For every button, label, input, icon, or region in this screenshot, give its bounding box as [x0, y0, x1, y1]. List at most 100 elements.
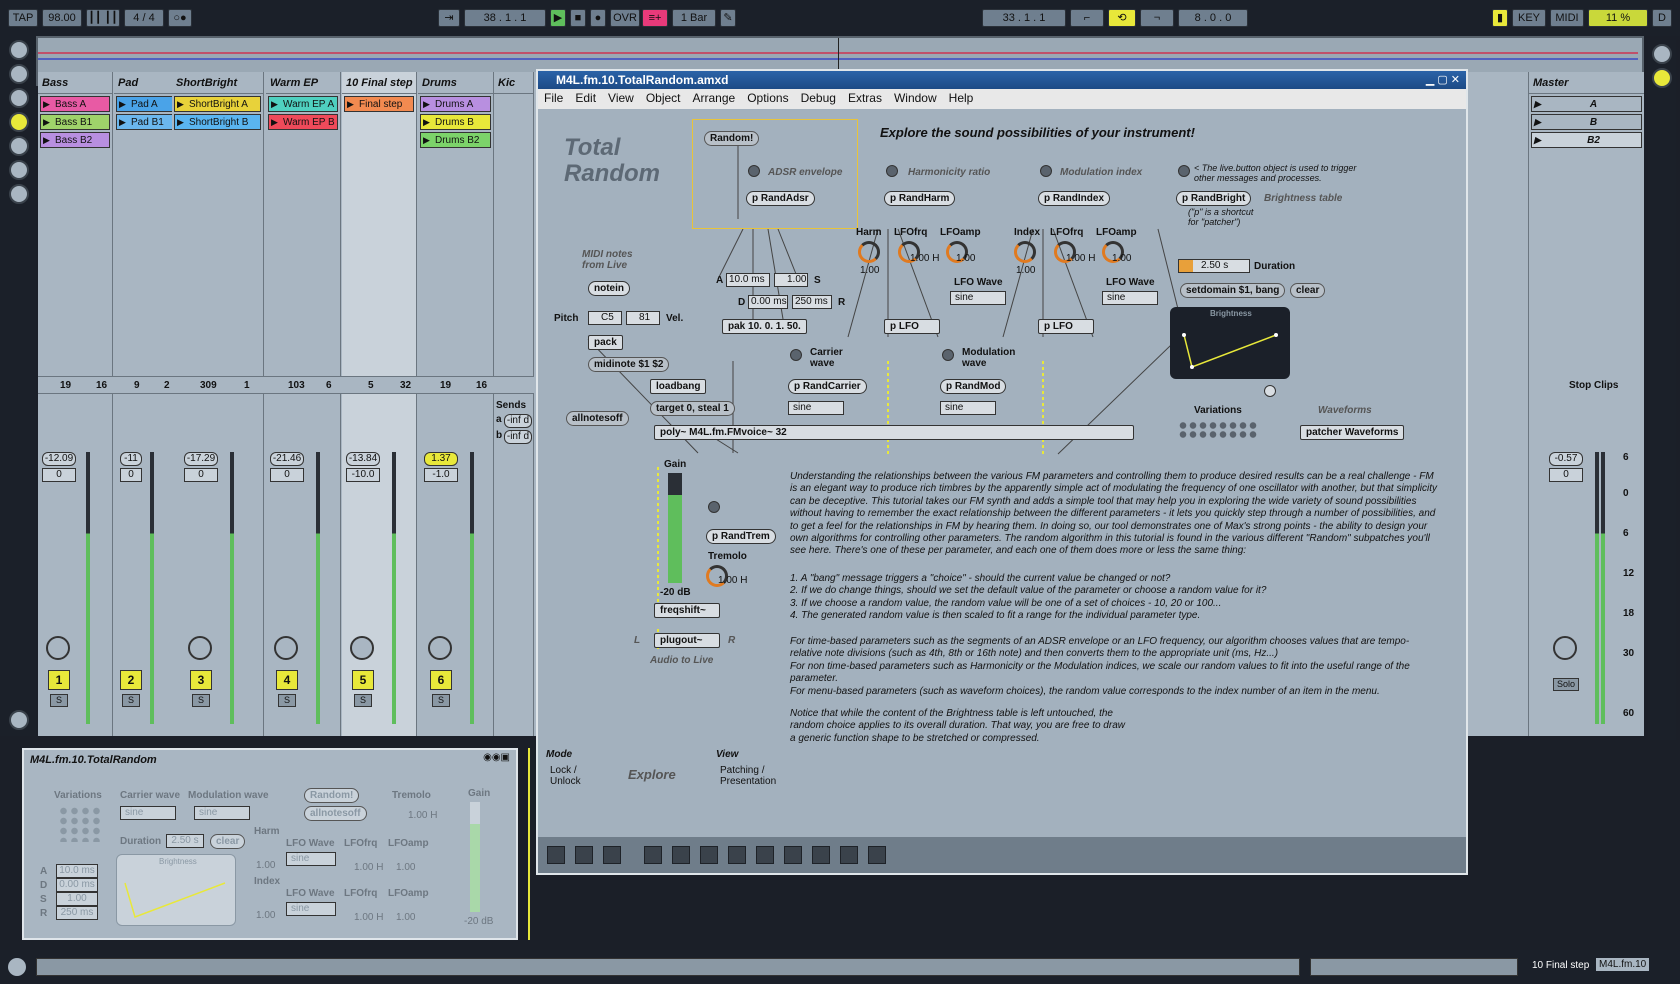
- solo-button[interactable]: S: [50, 694, 68, 707]
- track-activator[interactable]: 6: [430, 670, 452, 690]
- track-name[interactable]: ShortBright: [172, 72, 263, 94]
- pan-value[interactable]: -10.0: [346, 468, 380, 482]
- browser-toggle-icon[interactable]: [9, 40, 29, 60]
- scene-launch[interactable]: B: [1531, 114, 1642, 130]
- tremolo-dial[interactable]: [706, 565, 728, 587]
- solo-button[interactable]: S: [122, 694, 140, 707]
- session-view-icon[interactable]: [1652, 68, 1672, 88]
- lfoamp2-dial[interactable]: [1102, 241, 1124, 263]
- sync-browser-icon[interactable]: [9, 184, 29, 204]
- track-final-step[interactable]: 10 Final step Final step: [342, 72, 417, 736]
- add-object-icon[interactable]: [644, 846, 662, 864]
- master-pan-knob[interactable]: [1553, 636, 1577, 660]
- snap-icon[interactable]: [840, 846, 858, 864]
- presentation-icon[interactable]: [700, 846, 718, 864]
- track-name[interactable]: Pad: [114, 72, 188, 94]
- track-activator[interactable]: 3: [190, 670, 212, 690]
- window-controls-icon[interactable]: ▁ ▢ ✕: [1425, 74, 1460, 86]
- lfo-wave2-menu[interactable]: sine: [1102, 291, 1158, 305]
- clip-slot[interactable]: Bass A: [40, 96, 110, 112]
- send-a-value[interactable]: -inf d: [504, 414, 532, 428]
- volume-value[interactable]: -12.09: [42, 452, 76, 466]
- clear-message[interactable]: clear: [1290, 283, 1326, 298]
- plugin-browser-icon[interactable]: [9, 88, 29, 108]
- clip-slot[interactable]: Final step: [344, 96, 414, 112]
- clip-slot[interactable]: Drums A: [420, 96, 491, 112]
- track-activator[interactable]: 2: [120, 670, 142, 690]
- p-lfo-mod[interactable]: p LFO: [1038, 319, 1094, 334]
- arrangement-position[interactable]: 38 . 1 . 1: [464, 9, 546, 27]
- gear-icon[interactable]: [575, 846, 593, 864]
- menu-window[interactable]: Window: [893, 91, 937, 105]
- track-name[interactable]: 10 Final step: [342, 72, 416, 94]
- loop-start[interactable]: 33 . 1 . 1: [982, 9, 1066, 27]
- track-drums[interactable]: Drums Drums A Drums B Drums B2: [418, 72, 494, 736]
- track-kick[interactable]: Kic Sends a -inf d b -inf d: [494, 72, 534, 736]
- track-activator[interactable]: 4: [276, 670, 298, 690]
- pack-object[interactable]: pack: [588, 335, 623, 350]
- adsr-bang[interactable]: [748, 165, 760, 177]
- folder-browser-icon[interactable]: [9, 136, 29, 156]
- midi-map-button[interactable]: MIDI: [1550, 9, 1584, 27]
- draw-mode-icon[interactable]: ✎: [720, 9, 736, 27]
- pan-value[interactable]: 0: [184, 468, 218, 482]
- menu-file[interactable]: File: [544, 91, 564, 105]
- nudge-buttons[interactable]: ┃┃ ┃┃: [86, 9, 120, 27]
- pan-value[interactable]: 0: [120, 468, 142, 482]
- p-randcarrier[interactable]: p RandCarrier: [788, 379, 867, 394]
- solo-button[interactable]: S: [192, 694, 210, 707]
- pan-knob[interactable]: [428, 636, 452, 660]
- lfoamp-dial[interactable]: [946, 241, 968, 263]
- lfo-wave2-menu[interactable]: sine: [286, 902, 336, 916]
- play-button[interactable]: ▶: [550, 9, 566, 27]
- patcher-canvas[interactable]: Total Random Random! Explore the sound p…: [538, 109, 1466, 837]
- track-activator[interactable]: 5: [352, 670, 374, 690]
- p-randharm[interactable]: p RandHarm: [884, 191, 956, 206]
- scene-launch[interactable]: A: [1531, 96, 1642, 112]
- random-button[interactable]: Random!: [704, 131, 760, 146]
- lfo-wave-menu[interactable]: sine: [286, 852, 336, 866]
- master-pan[interactable]: 0: [1549, 468, 1583, 482]
- allnotesoff-button[interactable]: allnotesoff: [304, 806, 367, 821]
- decay-number[interactable]: 0.00 ms: [748, 295, 788, 309]
- duration-value[interactable]: 2.50 s: [166, 834, 204, 848]
- pan-value[interactable]: 0: [270, 468, 304, 482]
- tap-button[interactable]: TAP: [8, 9, 38, 27]
- variations-grid[interactable]: [58, 806, 102, 842]
- track-warm-ep[interactable]: Warm EP Warm EP A Warm EP B: [266, 72, 341, 736]
- pan-knob[interactable]: [46, 636, 70, 660]
- view-switch-icon[interactable]: [1652, 44, 1672, 64]
- loadbang-object[interactable]: loadbang: [650, 379, 707, 394]
- setdomain-message[interactable]: setdomain $1, bang: [1180, 283, 1286, 298]
- time-signature[interactable]: 4 / 4: [124, 9, 164, 27]
- gain-slider[interactable]: [668, 473, 682, 583]
- refresh-icon[interactable]: [868, 846, 886, 864]
- velocity-number[interactable]: 81: [626, 311, 660, 325]
- menu-help[interactable]: Help: [948, 91, 974, 105]
- menu-edit[interactable]: Edit: [575, 91, 597, 105]
- attack-value[interactable]: 10.0 ms: [56, 864, 98, 878]
- lfofrq-dial[interactable]: [898, 241, 920, 263]
- index-dial[interactable]: [1014, 241, 1036, 263]
- p-randtrem[interactable]: p RandTrem: [706, 529, 776, 544]
- target-message[interactable]: target 0, steal 1: [650, 401, 735, 416]
- device-panel[interactable]: M4L.fm.10.TotalRandom ◉◉▣ Variations Car…: [22, 748, 518, 940]
- selected-device[interactable]: M4L.fm.10: [1596, 958, 1650, 971]
- volume-value[interactable]: -13.84: [346, 452, 380, 466]
- clear-button[interactable]: clear: [210, 834, 246, 849]
- track-shortbright[interactable]: ShortBright ShortBright A ShortBright B: [172, 72, 264, 736]
- carrier-wave-menu[interactable]: sine: [788, 401, 844, 415]
- sustain-value[interactable]: 1.00: [56, 892, 98, 906]
- track-name[interactable]: Warm EP: [266, 72, 340, 94]
- release-number[interactable]: 250 ms: [792, 295, 832, 309]
- track-name[interactable]: Kic: [494, 72, 533, 94]
- harm-bang[interactable]: [886, 165, 898, 177]
- brightness-function[interactable]: Brightness: [1170, 307, 1290, 379]
- volume-value[interactable]: -11: [120, 452, 142, 466]
- variations-grid[interactable]: [1178, 421, 1258, 439]
- gain-slider[interactable]: [470, 802, 480, 912]
- clip-slot[interactable]: Pad B1: [116, 114, 186, 130]
- sustain-number[interactable]: 1.00: [774, 273, 808, 287]
- help-view-icon[interactable]: [9, 710, 29, 730]
